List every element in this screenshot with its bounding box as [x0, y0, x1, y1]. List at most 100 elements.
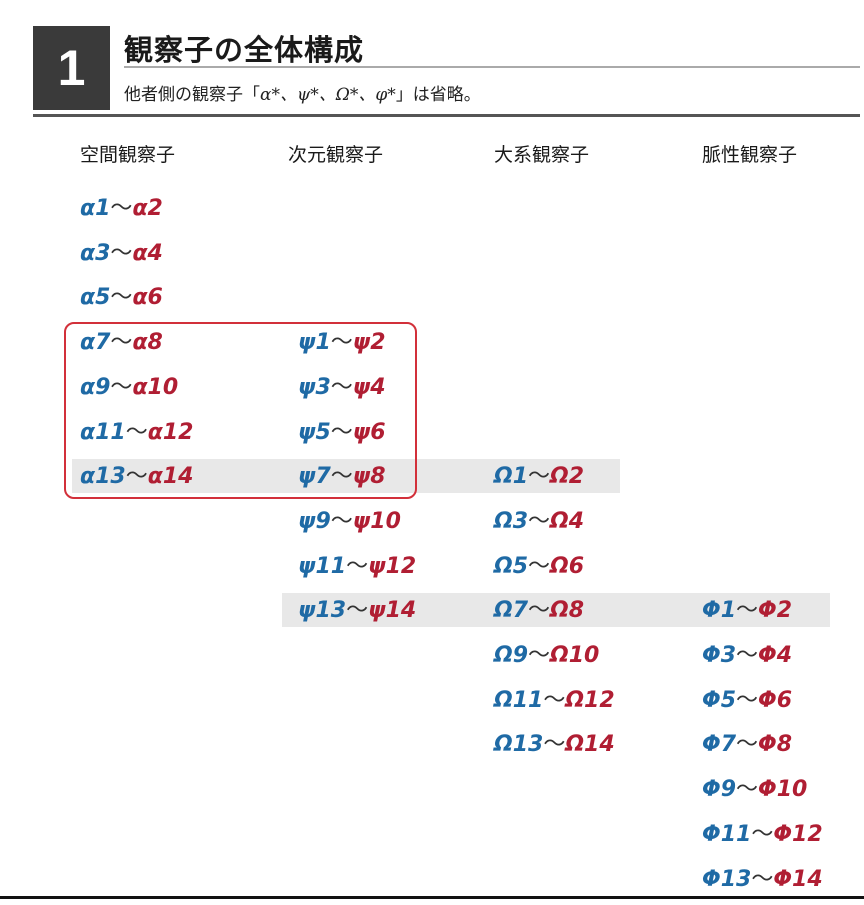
observer-end: ψ2 — [352, 330, 386, 356]
range-tilde: ～ — [736, 777, 759, 803]
title-divider — [124, 66, 860, 68]
observer-end: Ω14 — [565, 732, 615, 758]
observer-pair: α9～α10 — [80, 374, 179, 400]
observer-end: Φ8 — [758, 732, 793, 758]
observer-pair: ψ9～ψ10 — [298, 508, 401, 534]
observer-pair: Φ7～Φ8 — [702, 734, 792, 756]
observer-start: α13 — [80, 464, 126, 490]
observer-start: α11 — [80, 419, 126, 445]
observer-start: α1 — [80, 196, 111, 221]
observer-pair: α7～α8 — [80, 332, 163, 354]
observer-end: Φ4 — [758, 643, 793, 668]
range-tilde: ～ — [543, 687, 566, 713]
column-header-system: 大系観察子 — [494, 144, 590, 166]
observer-end: ψ6 — [352, 419, 386, 445]
range-tilde: ～ — [528, 464, 551, 490]
range-tilde: ～ — [110, 285, 133, 311]
observer-end: Φ14 — [773, 866, 823, 892]
observer-end: Φ2 — [758, 598, 793, 624]
transition-band-1 — [72, 459, 620, 493]
observer-start: α3 — [80, 240, 111, 266]
range-tilde: ～ — [528, 508, 551, 534]
observer-end: Φ6 — [758, 687, 793, 713]
range-tilde: ～ — [330, 419, 353, 445]
range-tilde: ～ — [736, 598, 759, 624]
observer-start: Ω1 — [494, 464, 529, 490]
observer-pair: Ω3～Ω4 — [494, 508, 585, 534]
observer-end: ψ10 — [352, 508, 401, 534]
observer-pair: Ω5～Ω6 — [494, 553, 585, 579]
observer-start: Φ5 — [702, 687, 737, 713]
section-number: 1 — [33, 26, 110, 110]
observer-pair: α3～α4 — [80, 240, 163, 266]
observer-end: α12 — [147, 419, 194, 445]
page-title: 観察子の全体構成 — [124, 33, 365, 67]
column-header-dimension: 次元観察子 — [288, 144, 384, 166]
observer-start: ψ3 — [298, 374, 331, 400]
range-tilde: ～ — [330, 374, 353, 400]
observer-pair: Ω9～Ω10 — [494, 645, 599, 667]
observer-start: Φ1 — [702, 598, 737, 624]
subtitle-greek: α*、ψ*、Ω*、φ* — [260, 85, 396, 105]
observer-pair: Ω1～Ω2 — [494, 466, 584, 488]
observer-end: ψ8 — [352, 464, 386, 490]
range-tilde: ～ — [346, 598, 369, 624]
observer-pair: Φ5～Φ6 — [702, 687, 793, 713]
observer-start: Ω3 — [494, 508, 529, 534]
observer-pair: α13～α14 — [80, 466, 193, 488]
observer-start: ψ7 — [298, 464, 331, 490]
subtitle-suffix: 」は省略。 — [395, 85, 481, 105]
observer-start: Ω11 — [494, 687, 544, 713]
observer-end: Ω2 — [550, 464, 585, 490]
range-tilde: ～ — [528, 643, 551, 668]
observer-start: ψ13 — [298, 598, 347, 624]
observer-end: ψ14 — [368, 598, 417, 624]
observer-start: Φ7 — [702, 732, 737, 758]
observer-pair: Ω11～Ω12 — [494, 687, 615, 713]
observer-pair: Ω13～Ω14 — [494, 734, 615, 756]
range-tilde: ～ — [736, 643, 759, 668]
observer-start: Φ9 — [702, 777, 737, 803]
observer-end: α6 — [132, 285, 163, 311]
observer-end: ψ12 — [368, 553, 417, 579]
observer-end: Ω8 — [550, 598, 585, 624]
observer-end: Ω4 — [550, 508, 585, 534]
observer-pair: ψ11～ψ12 — [298, 553, 417, 579]
range-tilde: ～ — [110, 196, 133, 221]
range-tilde: ～ — [330, 330, 353, 356]
range-tilde: ～ — [543, 732, 566, 758]
range-tilde: ～ — [736, 687, 759, 713]
subtitle: 他者側の観察子「α*、ψ*、Ω*、φ*」は省略。 — [124, 80, 481, 105]
observer-start: Ω7 — [494, 598, 529, 624]
transition-band-2 — [282, 593, 830, 627]
range-tilde: ～ — [528, 598, 551, 624]
observer-end: Ω6 — [550, 553, 585, 579]
observer-end: α10 — [132, 374, 179, 400]
observer-pair: ψ3～ψ4 — [298, 374, 386, 400]
observer-pair: Φ1～Φ2 — [702, 600, 792, 622]
observer-end: ψ4 — [352, 374, 386, 400]
observer-start: α5 — [80, 285, 111, 311]
observer-pair: ψ7～ψ8 — [298, 466, 386, 488]
observer-start: ψ5 — [298, 419, 331, 445]
observer-pair: ψ5～ψ6 — [298, 419, 386, 445]
observer-pair: Φ3～Φ4 — [702, 645, 792, 667]
range-tilde: ～ — [751, 821, 774, 847]
observer-pair: Φ13～Φ14 — [702, 866, 823, 892]
header-divider — [33, 114, 860, 117]
observer-pair: ψ13～ψ14 — [298, 600, 416, 622]
range-tilde: ～ — [330, 464, 353, 490]
observer-start: Φ13 — [702, 866, 752, 892]
range-tilde: ～ — [528, 553, 551, 579]
observer-end: α14 — [147, 464, 194, 490]
observer-start: α9 — [80, 374, 111, 400]
range-tilde: ～ — [330, 508, 353, 534]
range-tilde: ～ — [125, 464, 148, 490]
column-header-space: 空間観察子 — [80, 144, 176, 166]
observer-start: ψ9 — [298, 508, 331, 534]
observer-start: Φ3 — [702, 643, 737, 668]
observer-pair: Φ9～Φ10 — [702, 779, 807, 801]
observer-start: Φ11 — [702, 821, 752, 847]
observer-end: α4 — [132, 240, 163, 266]
range-tilde: ～ — [110, 330, 133, 356]
